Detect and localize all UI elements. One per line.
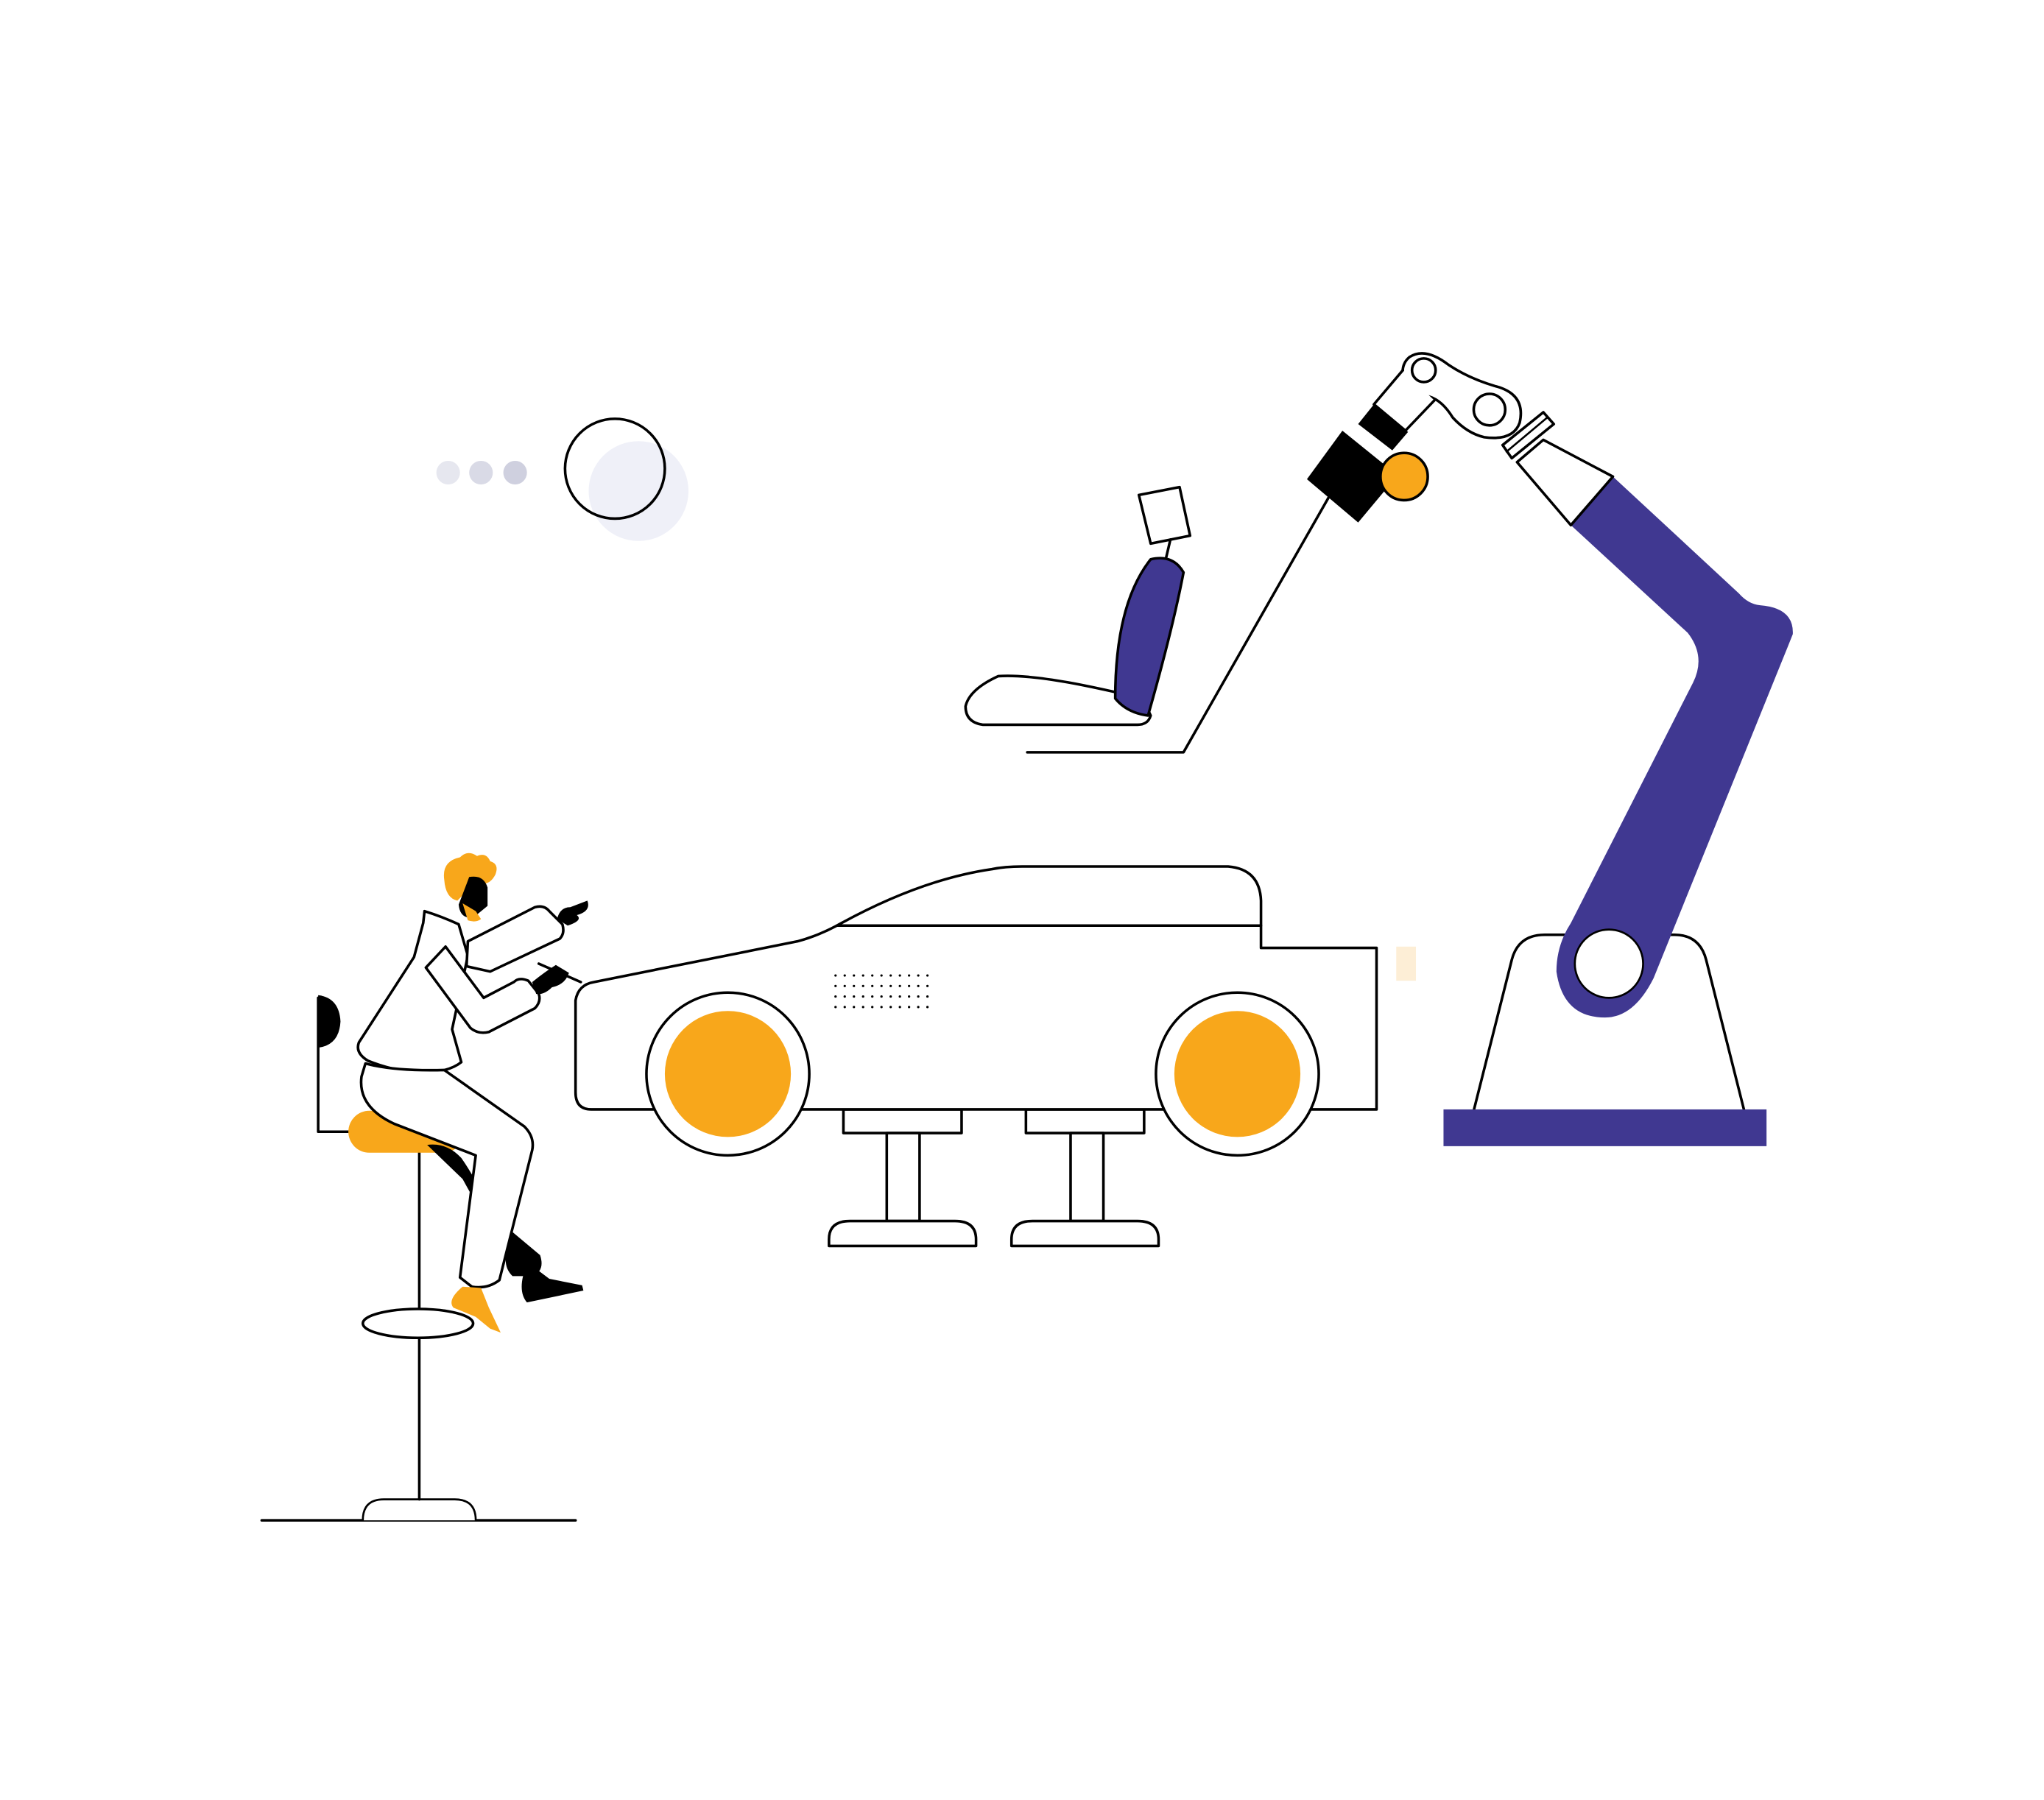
grille-dot <box>908 974 911 977</box>
loading-dot-3 <box>503 460 527 485</box>
robot-base-joint <box>1573 928 1644 999</box>
seat-cushion <box>964 674 1152 727</box>
grille-dot <box>853 1006 856 1009</box>
robot-lower-arm <box>1556 476 1793 1018</box>
engineer-back-shoe <box>521 1271 584 1303</box>
grille-dot <box>908 1006 911 1009</box>
robot-upper-arm <box>1515 438 1615 527</box>
grille-dot <box>898 1006 901 1009</box>
grille-dot <box>871 995 874 998</box>
grille-dot <box>926 995 929 998</box>
seat-backrest <box>1113 557 1185 717</box>
grille-dot <box>834 974 837 977</box>
grille-dot <box>834 1006 837 1009</box>
car-wheel-rear <box>1155 991 1320 1157</box>
car-rear-light <box>1396 946 1417 981</box>
grille-dot <box>834 984 837 987</box>
grille-dot <box>871 1006 874 1009</box>
grille-dot <box>843 995 846 998</box>
grille-dot <box>898 974 901 977</box>
engineer-figure-icon <box>356 853 588 1333</box>
engineer-front-shoe <box>451 1286 501 1333</box>
grille-dot <box>917 984 920 987</box>
robot-base-plate <box>1443 1109 1767 1146</box>
seat-mount-line <box>1026 495 1331 754</box>
engineer-beard <box>462 903 482 922</box>
grille-dot <box>926 984 929 987</box>
grille-dot <box>889 984 892 987</box>
grille-dot <box>917 995 920 998</box>
robot-wrist-collar-line <box>1505 416 1548 453</box>
bubble-outline <box>563 417 666 520</box>
grille-dot <box>853 995 856 998</box>
thought-bubble-icon <box>563 417 689 541</box>
grille-dot <box>871 984 874 987</box>
robot-gripper <box>1306 430 1398 523</box>
grille-dot <box>917 974 920 977</box>
bubble-shadow <box>588 441 689 541</box>
car-seat-icon <box>964 485 1192 727</box>
grille-dot <box>843 974 846 977</box>
grille-dot <box>843 1006 846 1009</box>
engineer-pointing-arm <box>465 905 565 973</box>
robot-arm-icon <box>1306 352 1793 1146</box>
grille-dot <box>880 995 883 998</box>
robot-head-joint-2 <box>1472 392 1507 427</box>
stool-footrest <box>361 1307 475 1340</box>
grille-dot <box>861 984 864 987</box>
grille-dot <box>926 1006 929 1009</box>
car-lift-right <box>1009 1108 1160 1248</box>
car-body-icon <box>574 865 1417 1248</box>
grille-dot <box>861 974 864 977</box>
grille-dot <box>880 1006 883 1009</box>
grille-dot <box>834 995 837 998</box>
loading-dot-1 <box>436 460 460 485</box>
robot-forearm-band <box>1358 404 1409 451</box>
engineer-hair <box>443 853 497 901</box>
grille-dot <box>889 1006 892 1009</box>
grille-dot <box>843 984 846 987</box>
engineer-lower-arm <box>424 945 541 1034</box>
grille-dot <box>880 984 883 987</box>
loading-dots-icon <box>436 460 527 485</box>
grille-dot <box>853 974 856 977</box>
grille-dot <box>880 974 883 977</box>
car-lift-left <box>828 1108 978 1248</box>
seat-headrest <box>1137 485 1192 546</box>
car-dot-grille <box>834 974 929 1009</box>
grille-dot <box>889 995 892 998</box>
bar-stool-icon <box>260 995 577 1522</box>
stool-backrest-pad <box>318 995 341 1048</box>
loading-dot-2 <box>469 460 493 485</box>
grille-dot <box>898 995 901 998</box>
engineer-pointing-hand <box>557 900 588 926</box>
engineer-stylus <box>537 962 582 984</box>
grille-dot <box>861 1006 864 1009</box>
grille-dot <box>889 974 892 977</box>
grille-dot <box>898 984 901 987</box>
grille-dot <box>908 984 911 987</box>
engineer-front-leg <box>359 1062 535 1289</box>
grille-dot <box>853 984 856 987</box>
grille-dot <box>926 974 929 977</box>
grille-dot <box>871 974 874 977</box>
stool-foot <box>362 1498 477 1522</box>
grille-dot <box>861 995 864 998</box>
grille-dot <box>917 1006 920 1009</box>
robot-sensor-light <box>1379 451 1429 502</box>
grille-dot <box>908 995 911 998</box>
car-wheel-front <box>645 991 811 1157</box>
robot-head-joint-1 <box>1410 357 1437 384</box>
